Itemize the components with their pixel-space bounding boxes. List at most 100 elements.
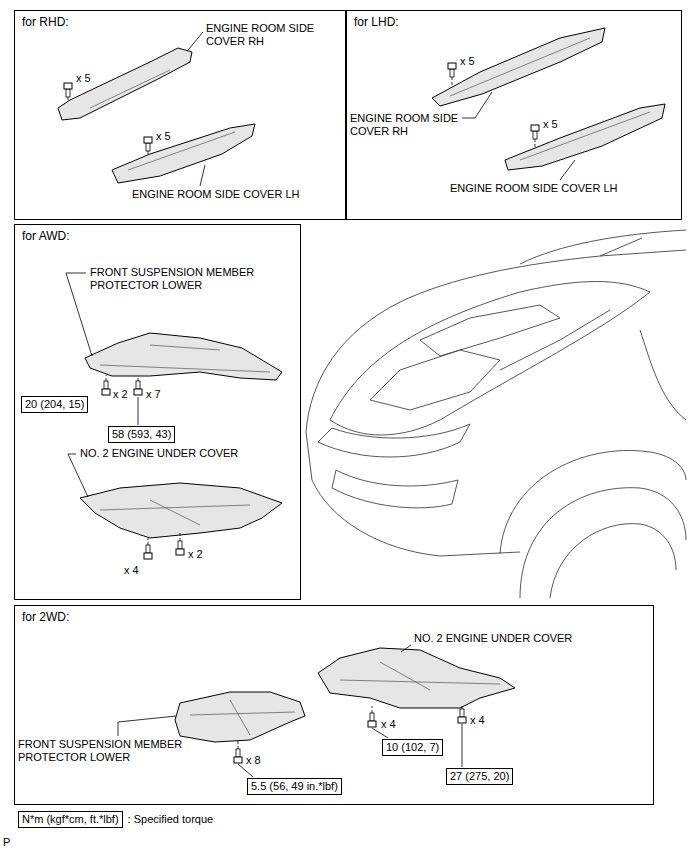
torque-box: 58 (593, 43) xyxy=(108,426,175,443)
quantity: x 4 xyxy=(470,714,485,727)
torque-value: 20 (204, 15) xyxy=(25,398,84,411)
vehicle-outline xyxy=(550,524,676,598)
torque-box: 10 (102, 7) xyxy=(382,739,443,756)
torque-box: 20 (204, 15) xyxy=(21,396,88,413)
vehicle-outline xyxy=(500,450,686,554)
torque-leader xyxy=(372,728,388,738)
variant-panel: for 2WD: 5.5 (56, 49 in.*lbf) 10 (102, 7) 2… xyxy=(14,605,654,805)
vehicle-outline xyxy=(520,488,686,598)
quantity: x 7 xyxy=(146,388,161,401)
part-detail xyxy=(150,345,220,350)
quantity: x 5 xyxy=(76,72,91,85)
part-name: NO. 2 ENGINE UNDER COVER xyxy=(80,447,238,460)
part-detail xyxy=(230,700,250,735)
leader-line xyxy=(200,165,205,186)
cover-part xyxy=(85,333,282,380)
part-detail xyxy=(100,365,270,372)
vehicle-outline xyxy=(318,424,470,457)
bolt-shank xyxy=(104,381,108,389)
vehicle-outline xyxy=(330,282,650,436)
cover-part xyxy=(58,48,192,120)
vehicle-outline xyxy=(370,350,500,410)
vehicle-outline xyxy=(500,310,610,370)
vehicle-outline xyxy=(420,305,560,356)
torque-value: 58 (593, 43) xyxy=(112,428,171,441)
part-name: ENGINE ROOM SIDE COVER RH xyxy=(206,22,326,48)
part-detail xyxy=(340,680,500,684)
bolt-shank xyxy=(66,89,70,97)
cover-part xyxy=(505,104,665,170)
bolt-head xyxy=(448,63,456,69)
panel-heading: for AWD: xyxy=(22,229,70,243)
part-name: ENGINE ROOM SIDE COVER RH xyxy=(350,112,470,138)
part-detail xyxy=(150,500,200,525)
bolt-head xyxy=(531,125,539,131)
variant-panel: for AWD: 20 (204, 15) 58 (593, 43) xyxy=(14,224,301,600)
leader-line xyxy=(560,160,575,180)
bolt-shank xyxy=(146,545,150,553)
bolt-head xyxy=(234,757,242,763)
leader-line xyxy=(68,454,88,497)
part-name: FRONT SUSPENSION MEMBER PROTECTOR LOWER xyxy=(18,738,188,764)
part-name: ENGINE ROOM SIDE COVER LH xyxy=(450,182,617,195)
part-name: NO. 2 ENGINE UNDER COVER xyxy=(414,632,572,645)
figure-code: P xyxy=(3,836,10,849)
torque-value: 5.5 (56, 49 in.*lbf) xyxy=(251,780,338,793)
vehicle-outline xyxy=(332,470,458,508)
cover-part xyxy=(112,124,255,183)
install-line xyxy=(535,139,536,148)
bolt-shank xyxy=(136,381,140,389)
bolt-shank xyxy=(370,713,374,721)
panel-heading: for 2WD: xyxy=(22,610,69,624)
install-line xyxy=(180,533,181,541)
bolt-head xyxy=(64,83,72,89)
vehicle-outline xyxy=(640,330,686,420)
part-name: ENGINE ROOM SIDE COVER LH xyxy=(132,188,299,201)
bolt-head xyxy=(368,721,376,727)
install-line xyxy=(452,77,453,87)
part-detail xyxy=(520,112,650,160)
torque-leader xyxy=(138,397,139,425)
torque-leader xyxy=(238,764,253,777)
torque-value: N*m (kgf*cm, ft.*lbf) xyxy=(22,813,119,826)
part-detail xyxy=(90,70,170,108)
vehicle-outline xyxy=(306,250,686,432)
part-detail xyxy=(128,132,235,170)
part-name: FRONT SUSPENSION MEMBER PROTECTOR LOWER xyxy=(90,266,265,292)
vehicle-outline xyxy=(306,432,520,556)
bolt-shank xyxy=(533,131,537,139)
torque-value: 27 (275, 20) xyxy=(450,770,509,783)
quantity: x 5 xyxy=(543,118,558,131)
quantity: x 8 xyxy=(246,754,261,767)
cover-part xyxy=(318,648,515,708)
bolt-head xyxy=(134,389,142,395)
install-line xyxy=(148,538,149,545)
legend-text: : Specified torque xyxy=(128,813,214,826)
bolt-shank xyxy=(460,709,464,717)
install-line xyxy=(462,706,463,709)
torque-box: 27 (275, 20) xyxy=(446,768,513,785)
leader-line xyxy=(66,273,92,356)
legend-box: N*m (kgf*cm, ft.*lbf) xyxy=(18,811,123,828)
bolt-head xyxy=(102,389,110,395)
bolt-head xyxy=(144,137,152,143)
install-line xyxy=(138,376,139,381)
quantity: x 5 xyxy=(460,55,475,68)
install-line xyxy=(68,97,69,100)
panel-heading: for LHD: xyxy=(354,15,399,29)
torque-box: 5.5 (56, 49 in.*lbf) xyxy=(247,778,342,795)
bolt-shank xyxy=(450,69,454,77)
leader-line xyxy=(118,716,176,736)
leader-line xyxy=(401,645,411,652)
quantity: x 2 xyxy=(188,548,203,561)
vehicle-outline xyxy=(520,230,686,264)
quantity: x 5 xyxy=(156,130,171,143)
part-detail xyxy=(380,662,430,690)
quantity: x 4 xyxy=(381,718,396,731)
cover-part xyxy=(175,692,305,742)
bolt-head xyxy=(458,717,466,723)
part-detail xyxy=(190,712,295,715)
bolt-shank xyxy=(236,749,240,757)
part-detail xyxy=(450,38,590,96)
